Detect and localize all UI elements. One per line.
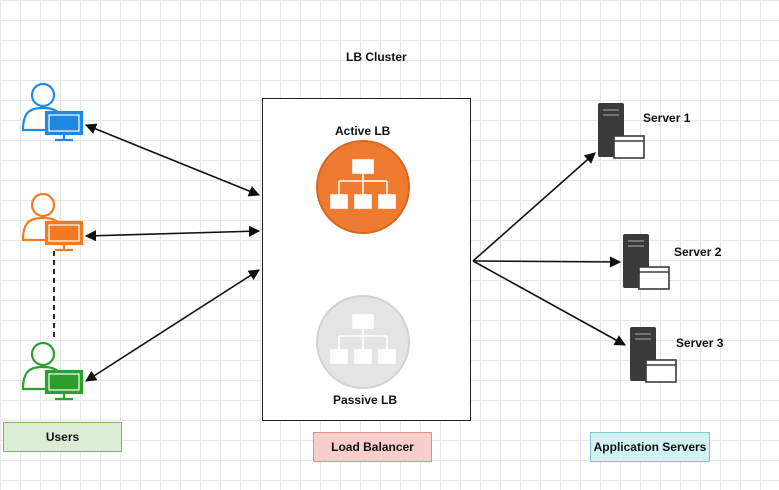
user-desktop-icon (21, 192, 84, 252)
server-icon (623, 234, 670, 290)
server-icon (598, 103, 645, 159)
user-2-lb-connection (84, 225, 261, 242)
lb-server-2-connection (472, 256, 622, 268)
user-3-lb-connection (85, 269, 260, 382)
load-balancer-icon (316, 295, 410, 389)
lb-server-3-connection (472, 260, 626, 346)
load-balancer-legend: Load Balancer (313, 432, 432, 462)
lb-server-1-connection (472, 152, 596, 262)
application-servers-legend: Application Servers (590, 432, 710, 462)
server-3-label: Server 3 (676, 336, 724, 350)
load-balancer-icon (316, 140, 410, 234)
server-1-label: Server 1 (643, 111, 691, 125)
server-icon (630, 327, 677, 383)
users-legend: Users (3, 422, 122, 452)
user-1-lb-connection (84, 123, 261, 197)
active-lb-label: Active LB (335, 124, 391, 138)
user-desktop-icon (21, 341, 84, 401)
passive-lb-label: Passive LB (333, 393, 398, 407)
server-2-label: Server 2 (674, 245, 722, 259)
user-desktop-icon (21, 82, 84, 142)
cluster-title: LB Cluster (346, 50, 407, 64)
